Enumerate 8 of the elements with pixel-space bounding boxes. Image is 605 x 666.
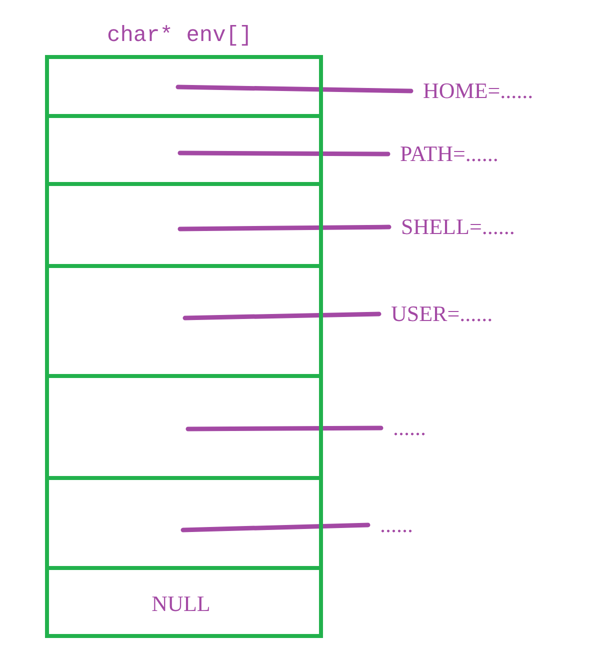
value-text: USER=......: [391, 303, 493, 325]
value-text: SHELL=......: [401, 216, 515, 238]
value-text: ......: [380, 514, 413, 536]
value-text: ......: [393, 417, 426, 439]
value-text: PATH=......: [400, 143, 498, 165]
value-text: HOME=......: [423, 80, 534, 102]
array-name: char* env[]: [107, 25, 252, 47]
cell-text: NULL: [152, 593, 210, 615]
